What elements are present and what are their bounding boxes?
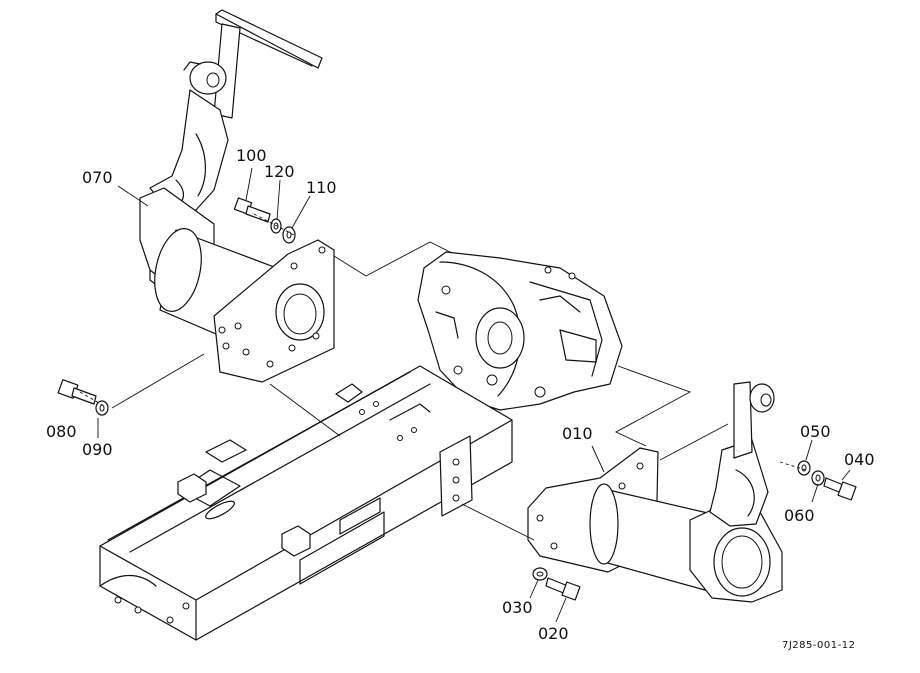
bolt-020	[545, 577, 581, 601]
label-leader-lines	[97, 167, 851, 623]
part-label-110[interactable]: 110	[306, 178, 337, 197]
transmission-housing	[417, 251, 623, 411]
bolt-100	[233, 197, 271, 223]
part-label-060[interactable]: 060	[784, 506, 815, 525]
washer-060	[811, 470, 825, 486]
part-label-010[interactable]: 010	[562, 424, 593, 443]
bolt-040	[823, 477, 857, 501]
bracket-assembly-010	[527, 381, 783, 603]
part-label-090[interactable]: 090	[82, 440, 113, 459]
washer-030	[532, 567, 548, 581]
part-label-050[interactable]: 050	[800, 422, 831, 441]
main-frame	[99, 365, 513, 641]
pedal-bracket-assembly-070	[139, 9, 335, 383]
part-label-120[interactable]: 120	[264, 162, 295, 181]
washer-110	[282, 226, 296, 244]
assembly-guide-lines	[79, 213, 807, 541]
part-label-040[interactable]: 040	[844, 450, 875, 469]
washer-090	[95, 400, 109, 416]
part-label-030[interactable]: 030	[502, 598, 533, 617]
figure-code: 7J285-001-12	[782, 640, 856, 651]
part-label-100[interactable]: 100	[236, 146, 267, 165]
part-label-080[interactable]: 080	[46, 422, 77, 441]
bolt-080	[57, 379, 97, 405]
part-label-070[interactable]: 070	[82, 168, 113, 187]
part-label-020[interactable]: 020	[538, 624, 569, 643]
